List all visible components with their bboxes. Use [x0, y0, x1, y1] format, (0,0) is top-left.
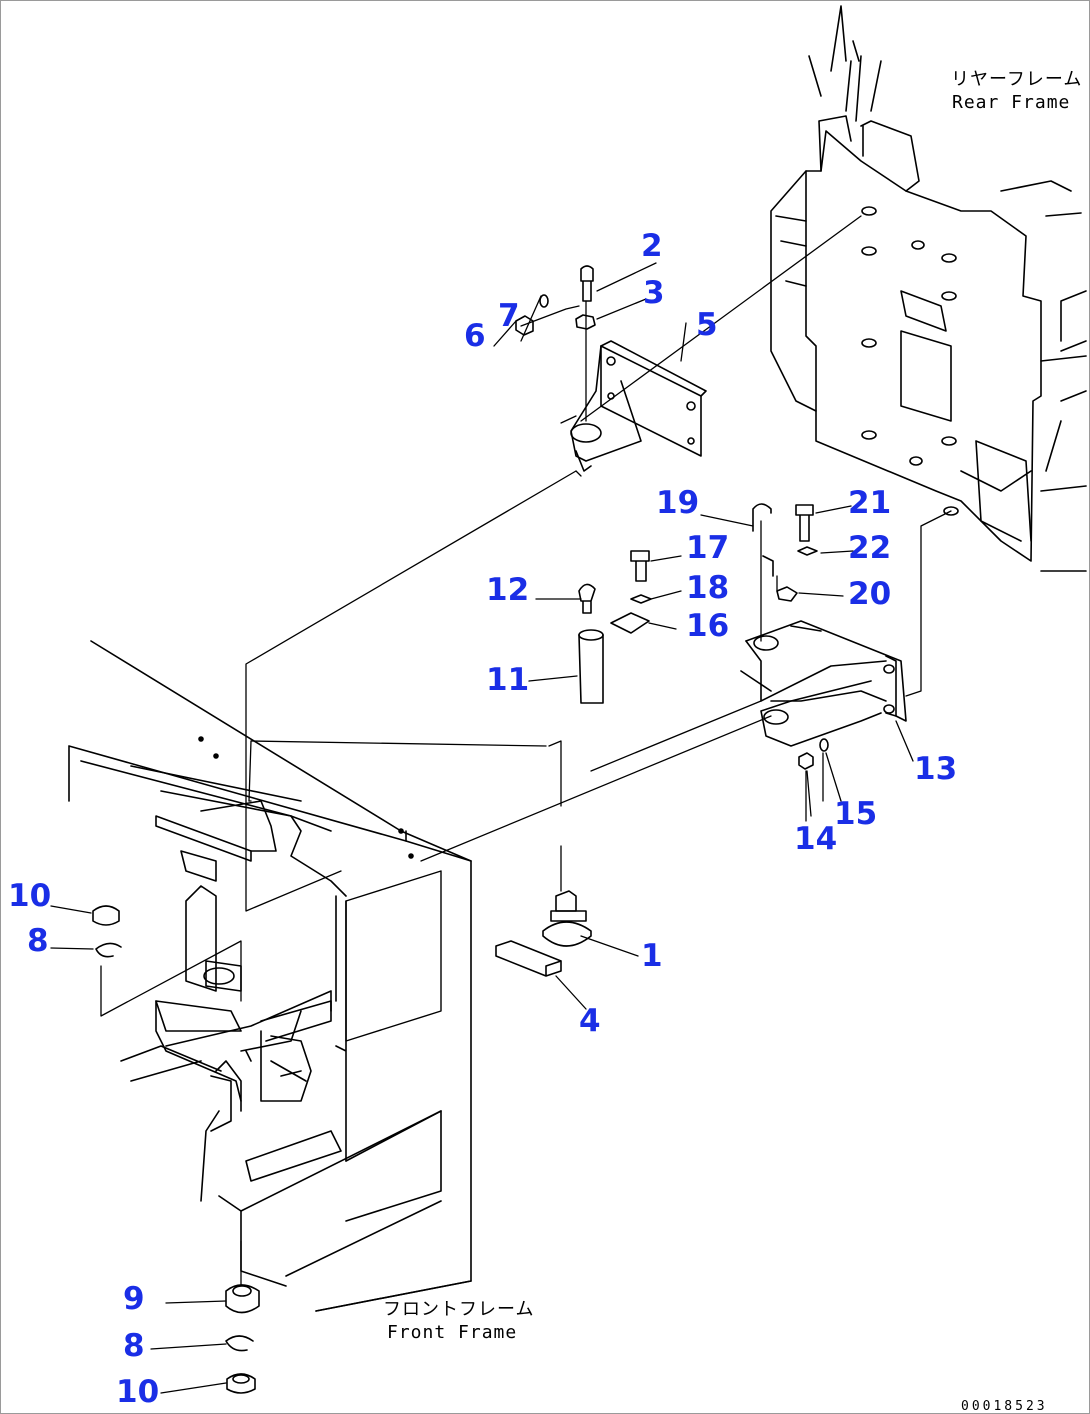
- lower-bracket-drawing: [740, 620, 907, 747]
- callout-20: 20: [848, 576, 892, 612]
- callout-2: 2: [641, 228, 663, 264]
- callout-14: 14: [794, 821, 838, 857]
- callout-9: 9: [123, 1281, 145, 1317]
- callout-21: 21: [848, 485, 892, 521]
- callout-10-upper: 10: [8, 878, 52, 914]
- front-frame-label-jp: フロントフレーム: [383, 1299, 535, 1320]
- callout-11: 11: [486, 662, 530, 698]
- callout-13: 13: [914, 751, 958, 787]
- callout-10-lower: 10: [116, 1374, 160, 1410]
- callout-12: 12: [486, 572, 530, 608]
- front-frame-drawing: [68, 640, 472, 1312]
- callout-3: 3: [643, 275, 665, 311]
- small-parts-drawing: [92, 265, 829, 1394]
- document-number: 00018523: [961, 1399, 1048, 1414]
- callout-1: 1: [641, 938, 663, 974]
- callout-18: 18: [686, 570, 730, 606]
- callout-7: 7: [498, 298, 520, 334]
- front-frame-label-en: Front Frame: [387, 1322, 518, 1343]
- leader-lines: [50, 262, 914, 1394]
- callout-8-upper: 8: [27, 923, 49, 959]
- upper-bracket-drawing: [570, 340, 707, 472]
- callout-16: 16: [686, 608, 730, 644]
- callout-15: 15: [834, 796, 878, 832]
- callout-6: 6: [464, 318, 486, 354]
- callout-8-lower: 8: [123, 1328, 145, 1364]
- callout-4: 4: [579, 1003, 601, 1039]
- rear-frame-drawing: [770, 5, 1087, 572]
- assembly-lines: [100, 215, 952, 1287]
- callout-5: 5: [696, 307, 718, 343]
- rear-frame-label-en: Rear Frame: [952, 92, 1071, 113]
- callout-17: 17: [686, 530, 730, 566]
- rear-frame-label-jp: リヤーフレーム: [951, 69, 1083, 90]
- callout-22: 22: [848, 530, 892, 566]
- callout-19: 19: [656, 485, 700, 521]
